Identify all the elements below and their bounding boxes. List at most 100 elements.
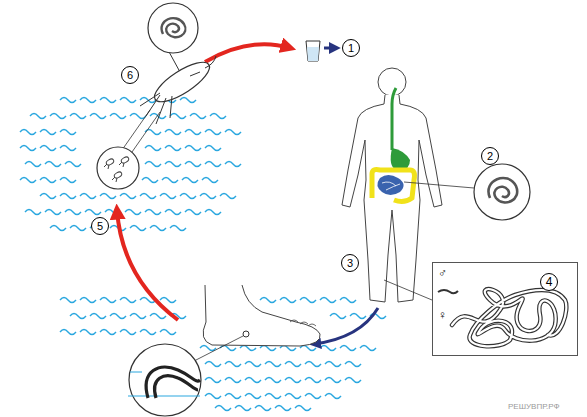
wave [60,98,76,103]
wave [20,130,36,135]
wave [220,194,236,199]
wave [180,194,196,199]
callout-number: 5 [97,221,103,232]
wave [130,314,146,319]
wave [205,130,221,135]
wave [182,178,198,183]
human-body [342,68,530,302]
wave [350,314,366,319]
wave [260,298,276,303]
wave [265,378,281,383]
wave [200,194,216,199]
wave [50,226,66,231]
callout-circle: 1 [342,39,360,57]
callout-circle: 2 [481,147,499,165]
wave [235,406,251,411]
wave [142,178,158,183]
wave [340,298,356,303]
wave [150,314,166,319]
wave [185,130,201,135]
callout-number: 4 [546,276,553,288]
wave [165,130,181,135]
wave [325,394,341,399]
watermark: РЕШУВПР.РФ [508,402,560,411]
wave [60,146,76,151]
wave [60,130,76,135]
wave [70,114,86,119]
wave [140,194,156,199]
wave [120,298,136,303]
wave [140,98,156,103]
callout-number: 6 [127,70,133,81]
wave [245,362,261,367]
wave [170,114,186,119]
wave [305,362,321,367]
wave [185,162,201,167]
wave [25,162,41,167]
wave [60,330,76,335]
wave [60,194,76,199]
wave [240,346,256,351]
wave [30,114,46,119]
wave [205,362,221,367]
wave [40,130,56,135]
cycle-arrow [314,308,378,344]
wave [100,194,116,199]
sex-symbol: ♀ [438,309,447,321]
wave [225,162,241,167]
wave [140,330,156,335]
wave [325,378,341,383]
wave [60,298,76,303]
wave [160,194,176,199]
wave [80,298,96,303]
wave [65,162,81,167]
wave [90,314,106,319]
wave [130,226,146,231]
wave [325,362,341,367]
wave [180,98,196,103]
wave [205,378,221,383]
wave [225,130,241,135]
wave [265,394,281,399]
wave [245,394,261,399]
wave [360,346,376,351]
wave [210,114,226,119]
wave [285,394,301,399]
callout-number: 3 [347,258,353,269]
callout-circle: 5 [91,217,109,235]
wave [265,362,281,367]
callout-circle: 4 [540,273,558,291]
wave [70,226,86,231]
sex-symbol: ♂ [438,267,447,279]
water-waves [20,98,386,411]
wave [225,394,241,399]
wave [45,210,61,215]
copepod [97,3,216,189]
wave [125,210,141,215]
wave [170,226,186,231]
wave [255,406,271,411]
wave [245,378,261,383]
wave [85,210,101,215]
wave [190,114,206,119]
wave [145,210,161,215]
wave [205,146,221,151]
wave [285,378,301,383]
wave [330,314,346,319]
callout-circle: 3 [341,254,359,272]
wave [120,98,136,103]
wave [100,330,116,335]
wave [45,162,61,167]
cycle-arrow [205,44,290,62]
wave [260,346,276,351]
water-glass [306,41,320,61]
wave [145,162,161,167]
wave [200,346,216,351]
wave [205,162,221,167]
wave [80,330,96,335]
wave [165,146,181,151]
wave [215,406,231,411]
wave [165,210,181,215]
